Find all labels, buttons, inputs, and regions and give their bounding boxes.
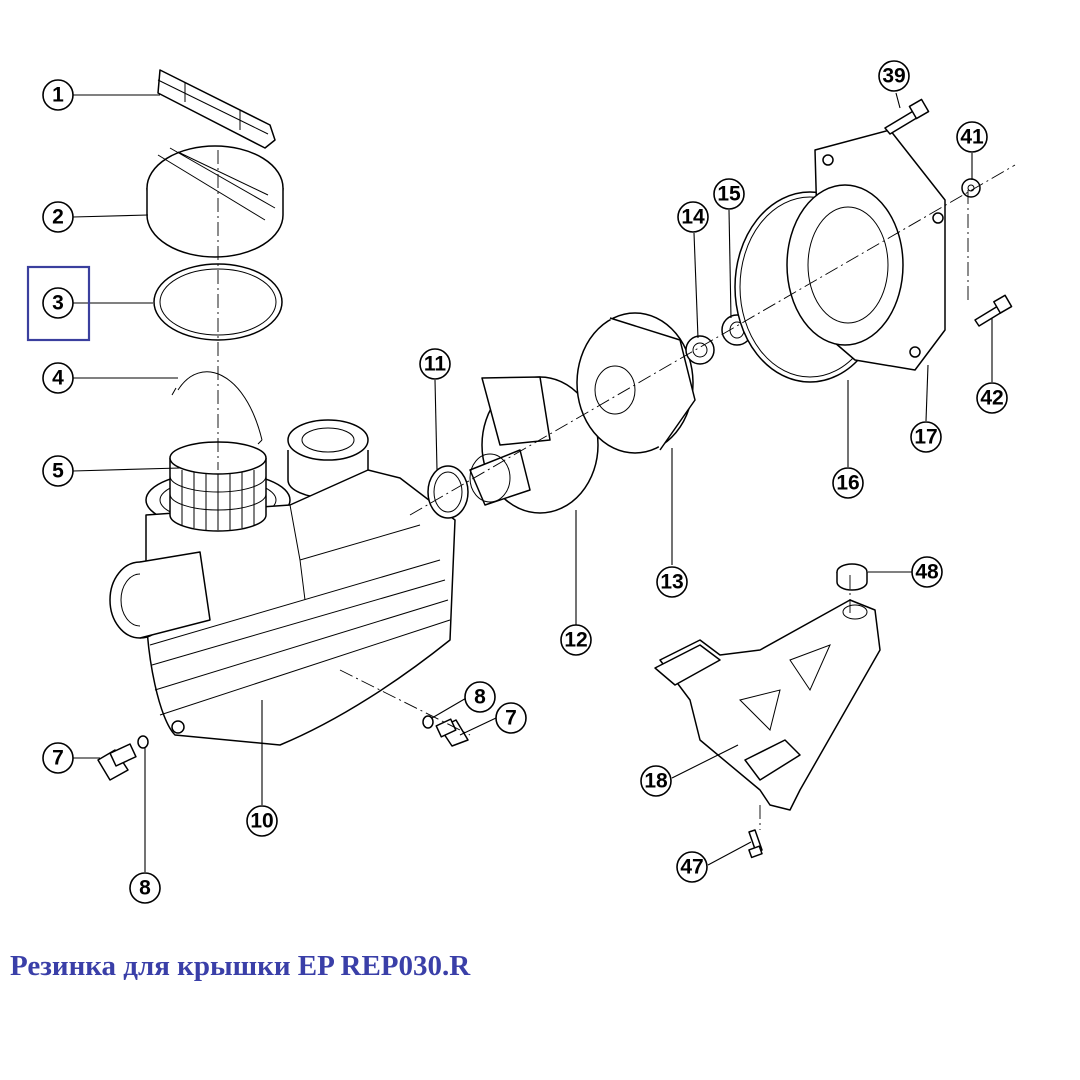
part-47-screw bbox=[748, 829, 763, 859]
callout-part-47: 47 bbox=[676, 851, 708, 883]
part-1-cover-handle bbox=[157, 69, 276, 149]
callout-part-7-right: 7 bbox=[495, 702, 527, 734]
part-42-bolt bbox=[974, 294, 1013, 327]
svg-text:16: 16 bbox=[836, 472, 859, 495]
highlight-box-part-3 bbox=[26, 265, 91, 342]
callout-part-39: 39 bbox=[878, 60, 910, 92]
svg-text:18: 18 bbox=[644, 770, 668, 793]
svg-text:14: 14 bbox=[681, 206, 705, 229]
svg-text:13: 13 bbox=[660, 571, 683, 594]
callout-part-7-left: 7 bbox=[42, 742, 74, 774]
callout-part-10: 10 bbox=[246, 805, 278, 837]
svg-text:47: 47 bbox=[680, 856, 703, 879]
part-18-foot-bracket bbox=[654, 599, 881, 811]
svg-text:7: 7 bbox=[505, 707, 517, 730]
svg-text:7: 7 bbox=[52, 747, 64, 770]
callout-part-14: 14 bbox=[677, 201, 709, 233]
part-8-oring-left bbox=[137, 735, 149, 749]
part-7-drain-plug-right bbox=[435, 718, 469, 747]
callout-part-12: 12 bbox=[560, 624, 592, 656]
svg-text:48: 48 bbox=[915, 561, 939, 584]
callout-part-42: 42 bbox=[976, 382, 1008, 414]
svg-text:3: 3 bbox=[52, 292, 64, 315]
callout-part-8-left: 8 bbox=[129, 872, 161, 904]
callout-part-5: 5 bbox=[42, 455, 74, 487]
svg-text:2: 2 bbox=[52, 206, 64, 229]
part-4-retaining-clip bbox=[171, 371, 263, 445]
callout-part-18: 18 bbox=[640, 765, 672, 797]
part-39-bolt bbox=[884, 98, 930, 135]
callout-part-11: 11 bbox=[419, 348, 451, 380]
callout-part-17: 17 bbox=[910, 421, 942, 453]
svg-text:8: 8 bbox=[139, 877, 151, 900]
part-48-bushing bbox=[836, 563, 868, 591]
part-17-seal-plate bbox=[786, 129, 946, 371]
callout-part-48: 48 bbox=[911, 556, 943, 588]
callout-part-8-right: 8 bbox=[464, 681, 496, 713]
part-12-diffuser bbox=[469, 376, 599, 514]
part-7-drain-plug-left bbox=[97, 743, 137, 781]
svg-text:10: 10 bbox=[250, 810, 273, 833]
svg-text:8: 8 bbox=[474, 686, 486, 709]
svg-text:39: 39 bbox=[882, 65, 905, 88]
part-14-seal bbox=[685, 335, 715, 365]
callout-part-4: 4 bbox=[42, 362, 74, 394]
assembly-axes bbox=[217, 150, 1016, 830]
product-caption: Резинка для крышки EP REP030.R bbox=[10, 950, 471, 982]
part-13-impeller bbox=[576, 312, 696, 454]
svg-text:42: 42 bbox=[980, 387, 1003, 410]
svg-text:41: 41 bbox=[960, 126, 984, 149]
part-11-oring bbox=[427, 465, 469, 519]
part-10-pump-housing bbox=[109, 419, 456, 746]
svg-text:15: 15 bbox=[717, 183, 741, 206]
svg-text:4: 4 bbox=[52, 367, 64, 390]
svg-text:12: 12 bbox=[564, 629, 587, 652]
svg-text:5: 5 bbox=[52, 460, 64, 483]
callout-part-2: 2 bbox=[42, 201, 74, 233]
svg-text:17: 17 bbox=[914, 426, 937, 449]
callout-part-3: 3 bbox=[42, 287, 74, 319]
leader-lines bbox=[72, 92, 993, 872]
svg-text:11: 11 bbox=[424, 353, 447, 376]
callout-part-16: 16 bbox=[832, 467, 864, 499]
part-5-strainer-basket bbox=[169, 441, 267, 532]
callout-part-1: 1 bbox=[42, 79, 74, 111]
part-41-washer bbox=[961, 178, 981, 198]
callout-part-15: 15 bbox=[713, 178, 745, 210]
callout-part-41: 41 bbox=[956, 121, 988, 153]
part-8-oring-right bbox=[422, 715, 434, 729]
callout-part-13: 13 bbox=[656, 566, 688, 598]
svg-text:1: 1 bbox=[52, 84, 64, 107]
part-2-cover bbox=[146, 145, 284, 258]
